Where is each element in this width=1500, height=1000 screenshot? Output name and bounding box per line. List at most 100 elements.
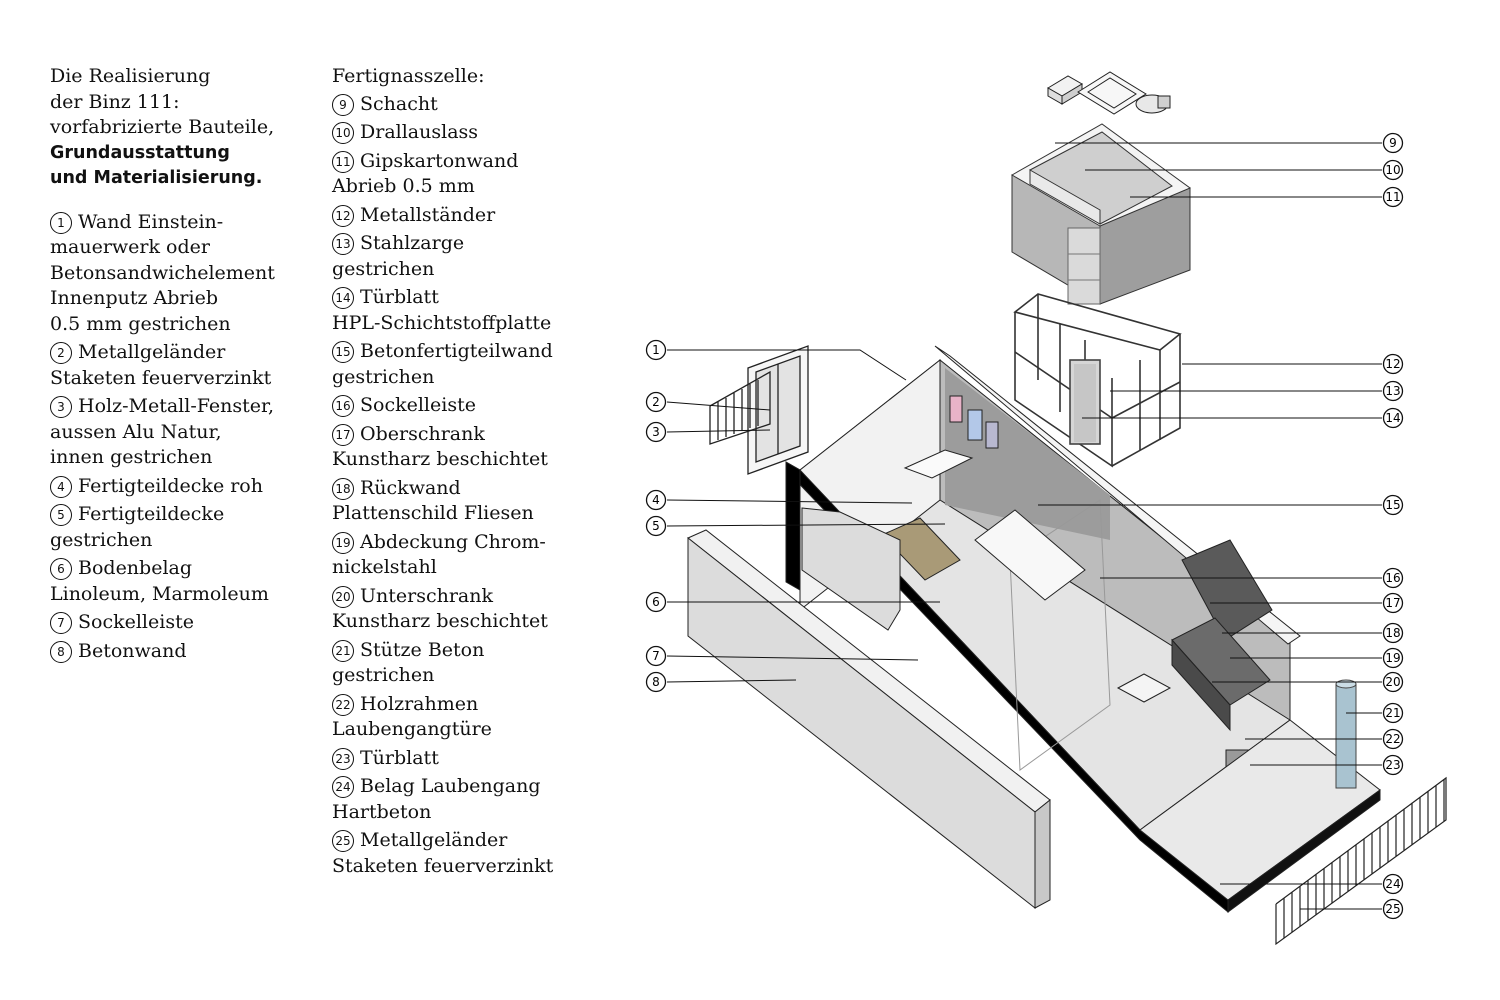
callout-22-circle <box>1382 728 1404 750</box>
legend-text-line: Fertigteildecke roh <box>78 474 263 497</box>
legend-text-line: Abrieb 0.5 mm <box>332 175 475 197</box>
legend-number-badge: 3 <box>50 396 72 418</box>
legend-text-line: Belag Laubengang <box>360 775 541 797</box>
legend-text-line: Fertigteildecke <box>78 503 225 525</box>
legend-number-badge: 7 <box>50 612 72 634</box>
legend-text-line: Bodenbelag <box>78 557 193 579</box>
callout-leader-7 <box>666 655 919 661</box>
legend-text-line: Innenputz Abrieb <box>50 287 218 309</box>
legend-text-line: Schacht <box>360 92 438 115</box>
callout-11-label: 11 <box>1385 190 1400 204</box>
legend-text-line: Metallständer <box>360 203 496 226</box>
callout-15-label: 15 <box>1385 498 1400 512</box>
legend-text-line: Linoleum, Marmoleum <box>50 582 269 605</box>
callout-18-label: 18 <box>1385 626 1400 640</box>
legend-text-line: Kunstharz beschichtet <box>332 448 548 470</box>
callout-12-circle <box>1382 353 1404 375</box>
intro-line: der Binz 111: <box>50 90 180 113</box>
callout-leader-5 <box>666 523 946 527</box>
legend-number-badge: 24 <box>332 776 354 798</box>
callout-23-circle <box>1382 754 1404 776</box>
legend-text-line: Stütze Beton <box>360 638 485 661</box>
callout-13-label: 13 <box>1385 384 1400 398</box>
legend-text-line: Betonwand <box>78 639 187 662</box>
callout-1-label: 1 <box>652 343 660 357</box>
intro-bold-line: Grundausstattung <box>50 142 230 163</box>
callout-10-circle <box>1382 159 1404 181</box>
legend-item-12: 12 Metallständer <box>332 203 602 229</box>
legend-text-line: Holz-Metall-Fenster, <box>78 395 275 417</box>
callout-24-circle <box>1382 873 1404 895</box>
legend-text-line: Sockelleiste <box>78 611 194 633</box>
callout-11-circle <box>1382 186 1404 208</box>
legend-number-badge: 18 <box>332 477 354 500</box>
legend-number-badge: 13 <box>332 233 354 255</box>
callout-14-label: 14 <box>1385 411 1400 425</box>
legend-text-line: nickelstahl <box>332 556 437 578</box>
legend-number-badge: 2 <box>50 342 72 364</box>
legend-text-line: Plattenschild Fliesen <box>332 502 534 524</box>
callout-16-label: 16 <box>1385 571 1400 585</box>
callout-15-circle <box>1382 494 1404 516</box>
metal-stud-frame <box>1013 293 1182 468</box>
callout-3-label: 3 <box>652 425 660 439</box>
legend-number-badge: 9 <box>332 93 354 116</box>
legend-text-line: Staketen feuerverzinkt <box>50 366 272 389</box>
callout-leader-4 <box>666 499 913 504</box>
legend-number-badge: 8 <box>50 640 72 663</box>
legend-text-line: HPL-Schichtstoffplatte <box>332 311 552 334</box>
legend-text-line: Metallgeländer <box>360 829 508 851</box>
callout-25-label: 25 <box>1385 902 1400 916</box>
legend-text-line: Betonsandwichelement <box>50 261 275 284</box>
legend-text-line: Türblatt <box>360 286 439 308</box>
legend-text-line: Oberschrank <box>360 422 485 445</box>
legend-number-badge: 17 <box>332 423 354 446</box>
legend-column-left: Die Realisierung der Binz 111: vorfabriz… <box>50 64 320 667</box>
callout-leader-8 <box>666 679 797 683</box>
callout-19-circle <box>1382 647 1404 669</box>
callout-21-label: 21 <box>1385 706 1400 720</box>
callout-2-circle <box>645 391 667 413</box>
callout-16-circle <box>1382 567 1404 589</box>
front-railing <box>1275 776 1447 946</box>
legend-text-line: Abdeckung Chrom- <box>360 530 546 553</box>
callout-9-circle <box>1382 132 1404 154</box>
legend-number-badge: 15 <box>332 341 354 363</box>
callouts: 1234567891011121314151617181920212223242… <box>645 132 1404 920</box>
legend-text-line: Hartbeton <box>332 800 432 823</box>
legend-text-line: Unterschrank <box>360 584 493 607</box>
legend-number-badge: 25 <box>332 830 354 852</box>
legend-number-badge: 23 <box>332 747 354 770</box>
wet-cell-heading: Fertignasszelle: <box>332 65 485 87</box>
callout-1-circle <box>645 339 667 361</box>
intro-heading: Die Realisierung der Binz 111: vorfabriz… <box>50 64 320 192</box>
intro-bold-line: und Materialisierung. <box>50 168 263 188</box>
callout-19-label: 19 <box>1385 651 1400 665</box>
legend-text-line: Metallgeländer <box>78 341 226 363</box>
callout-5-circle <box>645 515 667 537</box>
callout-24-label: 24 <box>1385 877 1400 891</box>
legend-text-line: innen gestrichen <box>50 446 213 468</box>
callout-17-label: 17 <box>1385 596 1400 610</box>
wet-cell-box <box>1011 123 1191 305</box>
legend-text-line: Rückwand <box>360 476 461 499</box>
legend-text-line: Holzrahmen <box>360 692 479 715</box>
legend-number-badge: 12 <box>332 204 354 227</box>
callout-20-circle <box>1382 671 1404 693</box>
legend-number-badge: 20 <box>332 585 354 608</box>
legend-text-line: Staketen feuerverzinkt <box>332 854 554 877</box>
callout-8-circle <box>645 671 667 693</box>
legend-number-badge: 6 <box>50 558 72 580</box>
